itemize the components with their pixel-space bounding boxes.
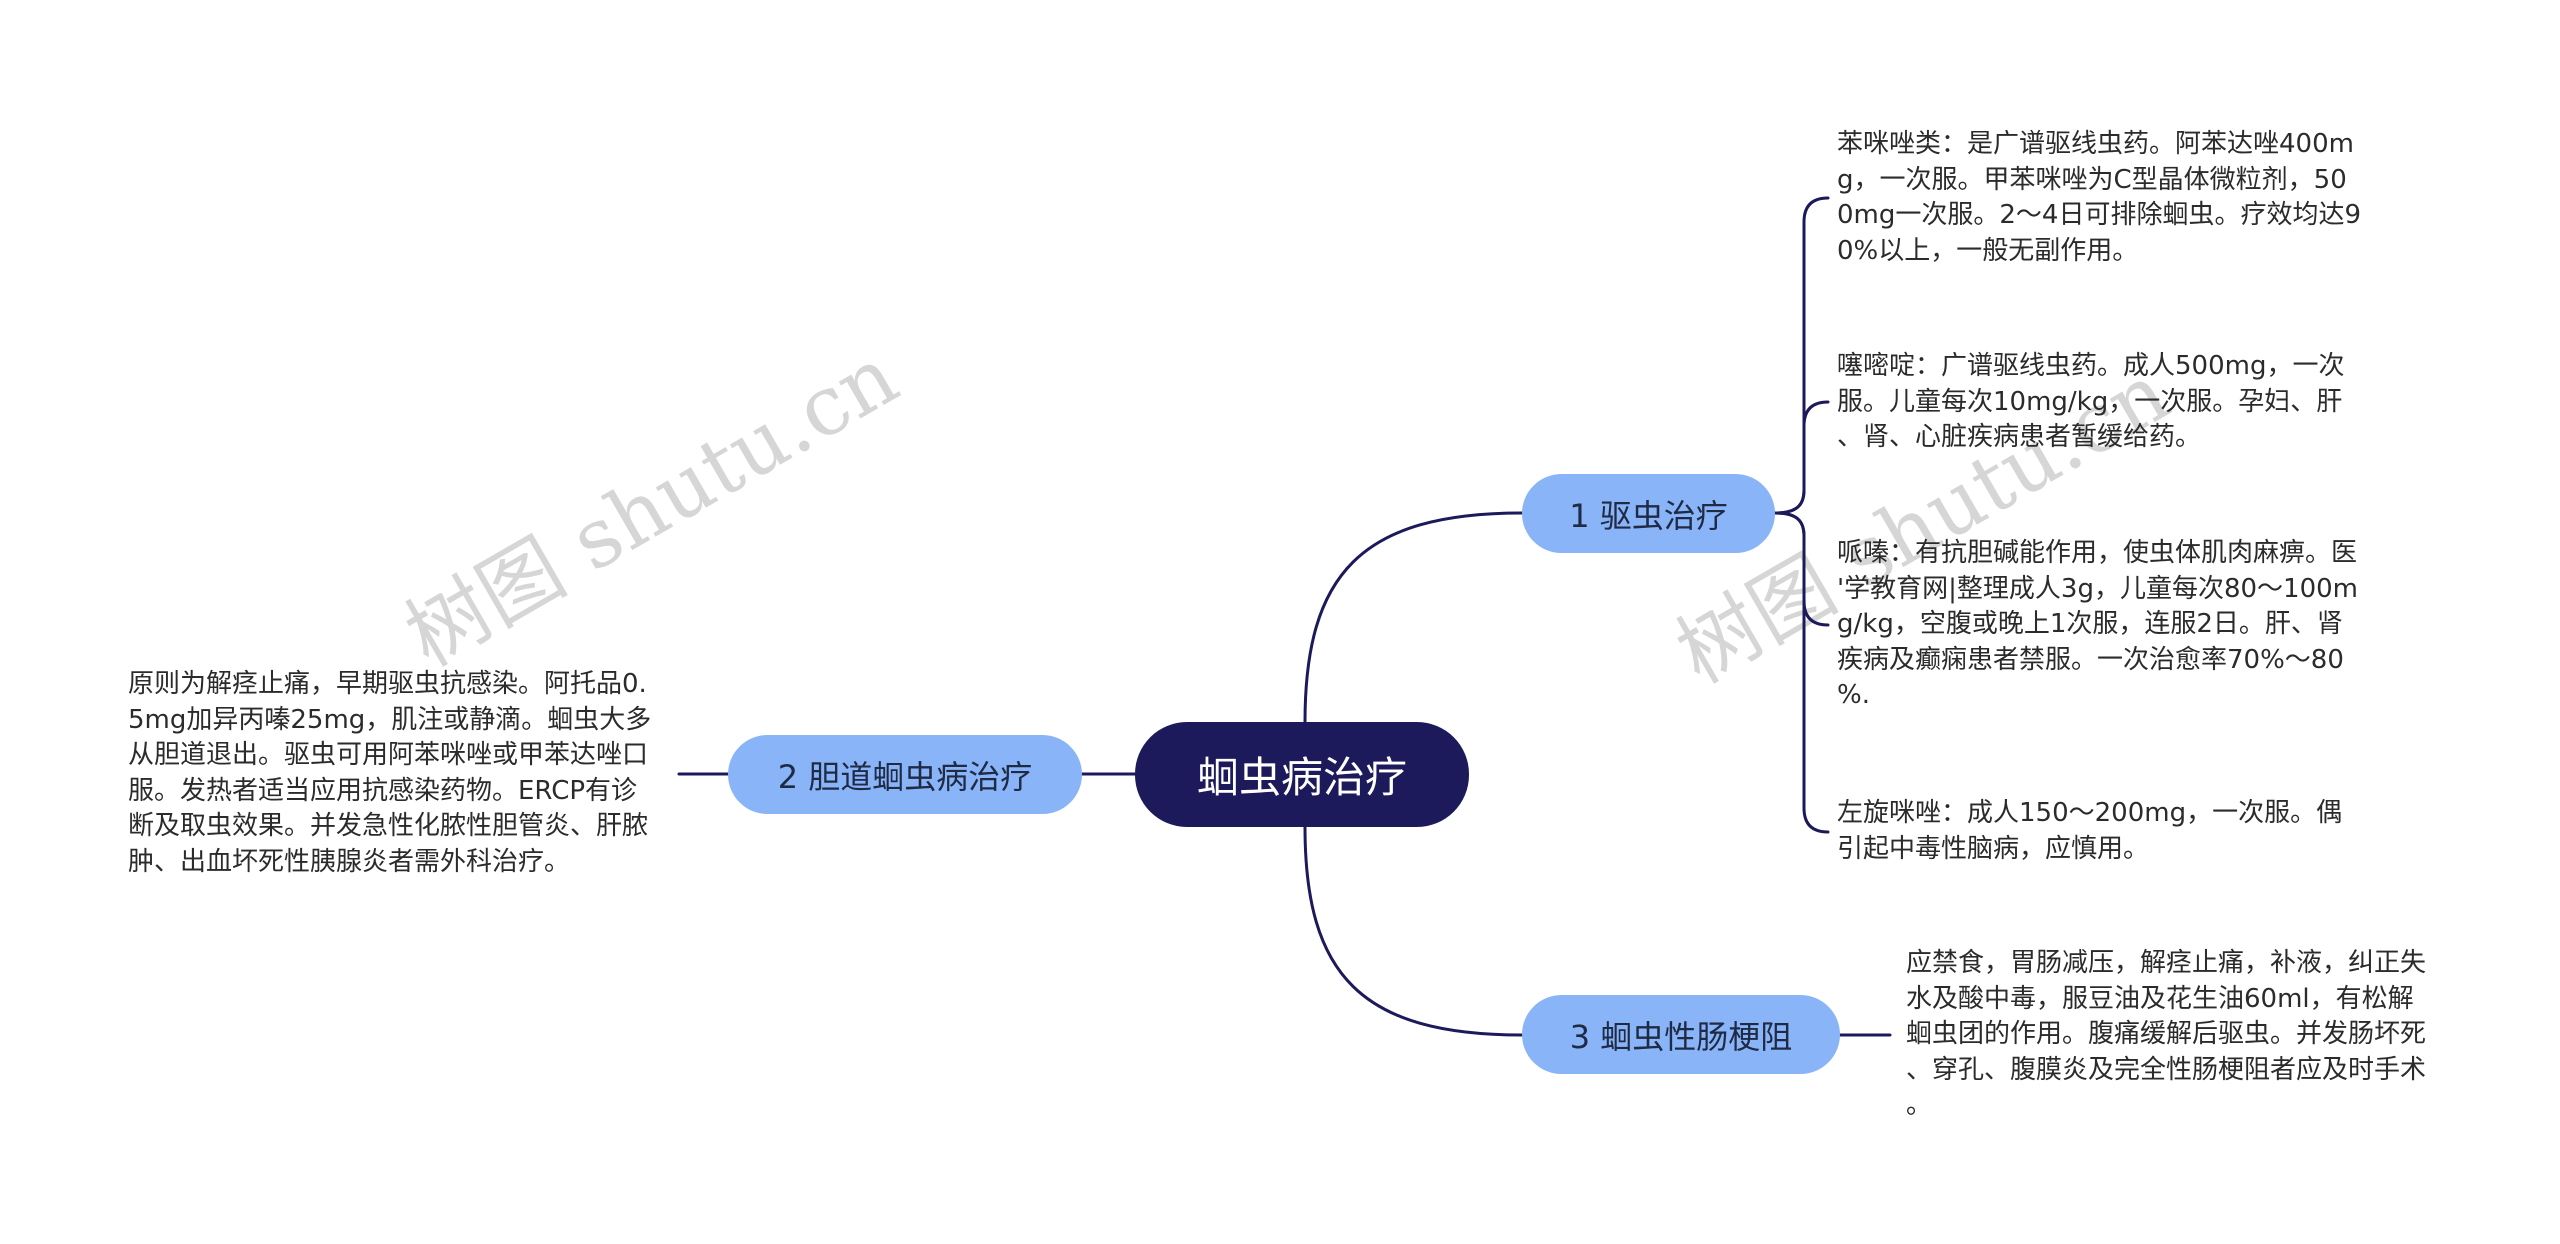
link-central-to-branch-1 [1303, 511, 1524, 724]
link-branch-1-to-leaf-3 [1773, 511, 1830, 627]
leaf-line: 苯咪唑类：是广谱驱线虫药。阿苯达唑400m [1837, 129, 2354, 159]
leaf-line: 蛔虫团的作用。腹痛缓解后驱虫。并发肠坏死 [1906, 1019, 2427, 1049]
branch-node-deworming: 1 驱虫治疗 [1522, 474, 1775, 553]
leaf-line: '学教育网|整理成人3g，儿童每次80～100m [1837, 573, 2358, 604]
branch-label: 1 驱虫治疗 [1569, 496, 1728, 535]
leaf-line: g/kg，空腹或晚上1次服，连服2日。肝、肾 [1837, 609, 2343, 639]
leaf-note-biliary-treatment: 原则为解痉止痛，早期驱虫抗感染。阿托品0. 5mg加异丙嗪25mg，肌注或静滴。… [128, 667, 651, 880]
leaf-line: 应禁食，胃肠减压，解痉止痛，补液，纠正失 [1906, 948, 2427, 978]
link-branch-1-to-leaf-2 [1773, 400, 1830, 515]
leaf-line: 。 [1906, 1090, 1933, 1120]
leaf-line: 原则为解痉止痛，早期驱虫抗感染。阿托品0. [128, 669, 647, 699]
leaf-note-levamisole: 左旋咪唑：成人150～200mg，一次服。偶 引起中毒性脑病，应慎用。 [1837, 796, 2342, 867]
branch-node-biliary-ascariasis: 2 胆道蛔虫病治疗 [728, 735, 1082, 814]
link-central-to-branch-3 [1303, 825, 1524, 1037]
leaf-line: 引起中毒性脑病，应慎用。 [1837, 833, 2150, 864]
branch-node-intestinal-obstruction: 3 蛔虫性肠梗阻 [1522, 995, 1840, 1074]
leaf-line: 服。儿童每次10mg/kg，一次服。孕妇、肝 [1837, 386, 2343, 417]
branch-label: 2 胆道蛔虫病治疗 [777, 757, 1033, 796]
central-topic-node: 蛔虫病治疗 [1135, 722, 1469, 827]
link-branch-1-to-leaf-1 [1773, 196, 1830, 515]
leaf-line: 0mg一次服。2～4日可排除蛔虫。疗效均达9 [1837, 200, 2361, 230]
leaf-line: g，一次服。甲苯咪唑为C型晶体微粒剂，50 [1837, 164, 2347, 195]
branch-label: 3 蛔虫性肠梗阻 [1569, 1017, 1793, 1056]
leaf-line: 左旋咪唑：成人150～200mg，一次服。偶 [1837, 798, 2343, 828]
leaf-line: 肿、出血坏死性胰腺炎者需外科治疗。 [128, 846, 571, 877]
leaf-note-benzimidazoles: 苯咪唑类：是广谱驱线虫药。阿苯达唑400m g，一次服。甲苯咪唑为C型晶体微粒剂… [1837, 127, 2361, 269]
leaf-line: 哌嗪：有抗胆碱能作用，使虫体肌肉麻痹。医 [1837, 538, 2358, 568]
leaf-note-pyrantel: 噻嘧啶：广谱驱线虫药。成人500mg，一次 服。儿童每次10mg/kg，一次服。… [1837, 349, 2344, 456]
leaf-line: 水及酸中毒，服豆油及花生油60ml，有松解 [1906, 983, 2414, 1014]
leaf-line: 服。发热者适当应用抗感染药物。ERCP有诊 [128, 775, 638, 806]
leaf-line: 断及取虫效果。并发急性化脓性胆管炎、肝脓 [128, 811, 649, 841]
leaf-line: 5mg加异丙嗪25mg，肌注或静滴。蛔虫大多 [128, 704, 652, 735]
leaf-line: 、肾、心脏疾病患者暂缓给药。 [1837, 422, 2202, 452]
link-branch-1-to-leaf-4 [1773, 511, 1830, 834]
leaf-line: 从胆道退出。驱虫可用阿苯咪唑或甲苯达唑口 [128, 740, 649, 770]
leaf-line: %. [1837, 680, 1870, 710]
central-topic-label: 蛔虫病治疗 [1196, 753, 1407, 802]
leaf-note-obstruction-treatment: 应禁食，胃肠减压，解痉止痛，补液，纠正失 水及酸中毒，服豆油及花生油60ml，有… [1906, 946, 2426, 1124]
leaf-line: 、穿孔、腹膜炎及完全性肠梗阻者应及时手术 [1906, 1054, 2427, 1085]
leaf-line: 噻嘧啶：广谱驱线虫药。成人500mg，一次 [1837, 351, 2345, 381]
leaf-line: 疾病及癫痫患者禁服。一次治愈率70%～80 [1837, 644, 2344, 675]
leaf-line: 0%以上，一般无副作用。 [1837, 235, 2139, 266]
leaf-note-piperazine: 哌嗪：有抗胆碱能作用，使虫体肌肉麻痹。医 '学教育网|整理成人3g，儿童每次80… [1837, 536, 2358, 714]
